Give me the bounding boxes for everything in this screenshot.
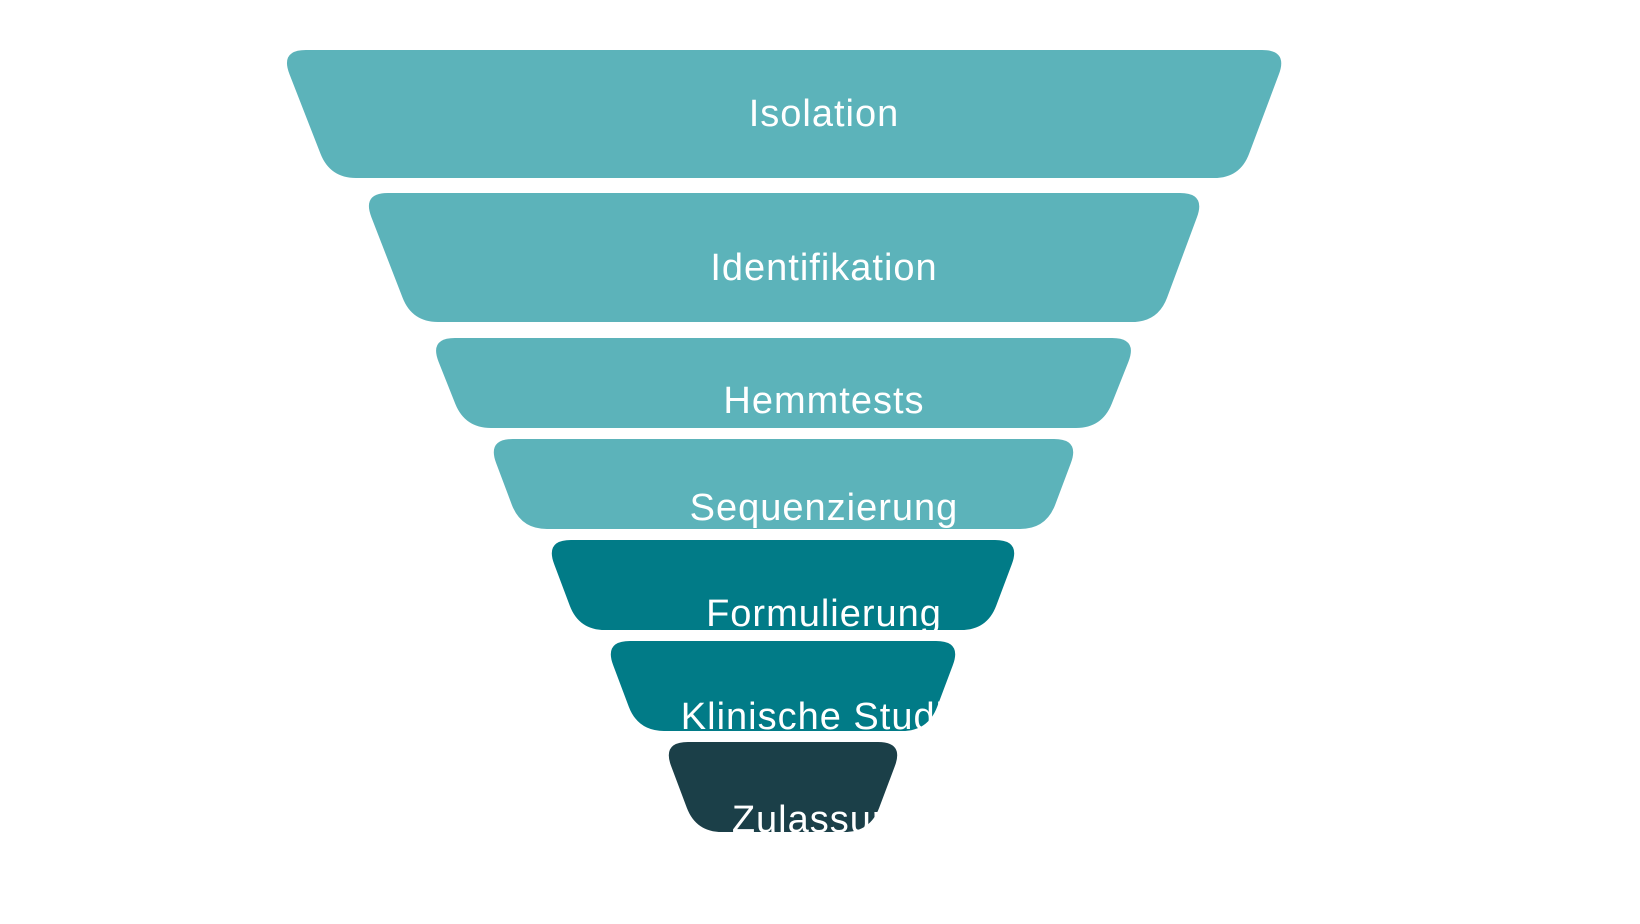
funnel-stage-label: Zulassung xyxy=(732,799,916,841)
funnel-stage-label: Hemmtests xyxy=(723,380,924,422)
funnel-stage-shape xyxy=(551,540,1015,630)
funnel-stage-formulierung: Formulierung xyxy=(551,540,1015,635)
funnel-stage-zulassung: Zulassung xyxy=(668,742,916,841)
funnel-stage-shape xyxy=(368,193,1200,322)
funnel-stage-shape xyxy=(436,338,1131,428)
funnel-stage-label: Sequenzierung xyxy=(690,487,959,529)
funnel-stage-label: Formulierung xyxy=(706,593,942,635)
funnel-stage-shape xyxy=(286,50,1282,178)
funnel-stage-label: Klinische Studie xyxy=(681,696,967,738)
funnel-stage-identifikation: Identifikation xyxy=(368,193,1200,322)
funnel-stage-hemmtests: Hemmtests xyxy=(436,338,1131,428)
funnel-stage-isolation: Isolation xyxy=(286,50,1282,178)
funnel-stage-sequenzierung: Sequenzierung xyxy=(493,439,1074,529)
funnel-stage-label: Isolation xyxy=(749,93,900,135)
funnel-stage-shape xyxy=(668,742,898,832)
funnel-stage-shape xyxy=(493,439,1074,529)
funnel-stage-klinische-studie: Klinische Studie xyxy=(610,641,967,738)
funnel-stage-label: Identifikation xyxy=(710,247,937,289)
funnel-stage-shape xyxy=(610,641,956,731)
